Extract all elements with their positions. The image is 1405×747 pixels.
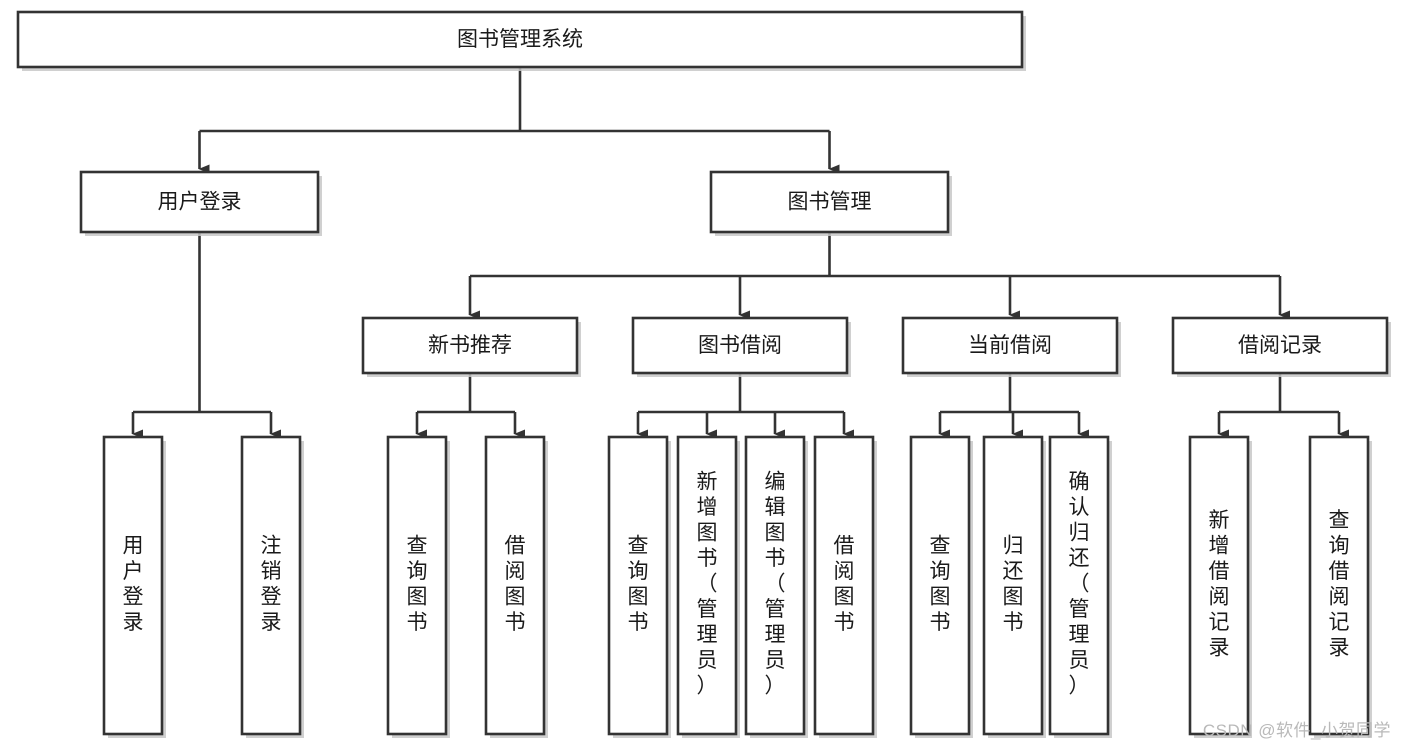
node-level2-0[interactable]: 用户登录 bbox=[79, 170, 322, 236]
node-label: 图书管理 bbox=[788, 191, 872, 214]
node-label: 借阅图书 bbox=[505, 534, 526, 634]
node-level2-1[interactable]: 图书管理 bbox=[709, 170, 952, 236]
node-box[interactable] bbox=[709, 170, 950, 234]
node-label: 查询图书 bbox=[407, 534, 428, 634]
node-label: 当前借阅 bbox=[968, 334, 1052, 357]
node-leaf-11[interactable]: 新增借阅记录 bbox=[1188, 435, 1252, 738]
node-leaf-0[interactable]: 用户登录 bbox=[102, 435, 166, 738]
node-label: 新增借阅记录 bbox=[1209, 509, 1230, 660]
node-box[interactable] bbox=[901, 316, 1119, 375]
node-label: 注销登录 bbox=[261, 534, 282, 634]
node-label: 新书推荐 bbox=[428, 334, 512, 357]
node-leaf-5[interactable]: 新增图书（管理员） bbox=[676, 435, 740, 738]
node-leaf-2[interactable]: 查询图书 bbox=[386, 435, 450, 738]
node-leaf-4[interactable]: 查询图书 bbox=[607, 435, 671, 738]
node-box[interactable] bbox=[676, 435, 738, 736]
connector-layer bbox=[131, 67, 1349, 439]
node-leaf-12[interactable]: 查询借阅记录 bbox=[1308, 435, 1372, 738]
node-label: 确认归还（管理员） bbox=[1069, 471, 1090, 698]
node-layer: 图书管理系统用户登录图书管理新书推荐图书借阅当前借阅借阅记录用户登录注销登录查询… bbox=[16, 10, 1391, 738]
node-root-0[interactable]: 图书管理系统 bbox=[16, 10, 1026, 71]
node-leaf-1[interactable]: 注销登录 bbox=[240, 435, 304, 738]
node-leaf-8[interactable]: 查询图书 bbox=[909, 435, 973, 738]
node-box[interactable] bbox=[361, 316, 579, 375]
node-box[interactable] bbox=[102, 435, 164, 736]
node-box[interactable] bbox=[909, 435, 971, 736]
node-label: 查询借阅记录 bbox=[1329, 509, 1350, 660]
node-box[interactable] bbox=[813, 435, 875, 736]
node-label: 借阅记录 bbox=[1238, 334, 1322, 357]
node-box[interactable] bbox=[1308, 435, 1370, 736]
node-level3-0[interactable]: 新书推荐 bbox=[361, 316, 581, 377]
node-level3-2[interactable]: 当前借阅 bbox=[901, 316, 1121, 377]
node-label: 用户登录 bbox=[123, 534, 144, 634]
node-label: 编辑图书（管理员） bbox=[765, 471, 786, 698]
node-box[interactable] bbox=[79, 170, 320, 234]
node-label: 新增图书（管理员） bbox=[697, 471, 718, 698]
node-leaf-6[interactable]: 编辑图书（管理员） bbox=[744, 435, 808, 738]
node-label: 查询图书 bbox=[930, 534, 951, 634]
node-leaf-7[interactable]: 借阅图书 bbox=[813, 435, 877, 738]
node-box[interactable] bbox=[16, 10, 1024, 69]
node-box[interactable] bbox=[607, 435, 669, 736]
node-box[interactable] bbox=[1188, 435, 1250, 736]
node-leaf-9[interactable]: 归还图书 bbox=[982, 435, 1046, 738]
node-box[interactable] bbox=[631, 316, 849, 375]
node-box[interactable] bbox=[1171, 316, 1389, 375]
node-level3-1[interactable]: 图书借阅 bbox=[631, 316, 851, 377]
node-box[interactable] bbox=[386, 435, 448, 736]
node-label: 用户登录 bbox=[158, 191, 242, 214]
node-box[interactable] bbox=[240, 435, 302, 736]
node-leaf-3[interactable]: 借阅图书 bbox=[484, 435, 548, 738]
node-box[interactable] bbox=[982, 435, 1044, 736]
node-label: 借阅图书 bbox=[834, 534, 855, 634]
node-label: 图书管理系统 bbox=[457, 28, 583, 51]
node-level3-3[interactable]: 借阅记录 bbox=[1171, 316, 1391, 377]
node-label: 归还图书 bbox=[1003, 534, 1024, 634]
node-box[interactable] bbox=[484, 435, 546, 736]
node-label: 查询图书 bbox=[628, 534, 649, 634]
node-label: 图书借阅 bbox=[698, 334, 782, 357]
watermark-text: CSDN @软件_小贺同学 bbox=[1202, 721, 1391, 740]
node-box[interactable] bbox=[1048, 435, 1110, 736]
node-leaf-10[interactable]: 确认归还（管理员） bbox=[1048, 435, 1112, 738]
node-box[interactable] bbox=[744, 435, 806, 736]
